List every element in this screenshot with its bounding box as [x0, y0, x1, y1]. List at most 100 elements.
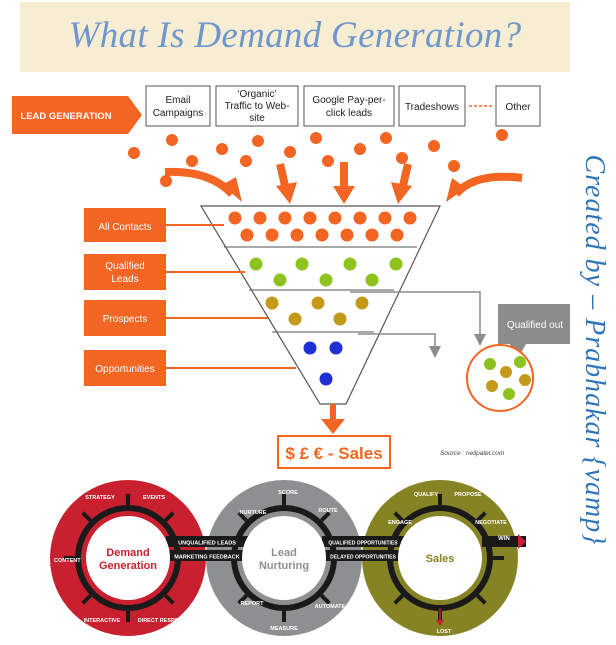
prospect-dot	[311, 296, 325, 310]
flow-band	[166, 550, 248, 561]
contact-dot	[378, 211, 392, 225]
source-organic-traffic: ‘Organic’ Traffic to Web- site	[215, 85, 299, 127]
sales-arrow-head	[321, 419, 345, 434]
spoke-label: STRATEGY	[85, 495, 115, 501]
source-line: ‘Organic’	[237, 89, 276, 100]
source-line: site	[249, 113, 265, 124]
falling-dot	[216, 143, 228, 155]
qualified-lead-dot	[295, 257, 309, 271]
contact-dot	[240, 228, 254, 242]
qualified-out-arrow	[358, 333, 441, 358]
ring-spoke	[164, 511, 175, 522]
contact-dot	[253, 211, 267, 225]
source-line: Campaigns	[153, 108, 204, 119]
contact-dot	[278, 211, 292, 225]
opportunity-dot	[303, 341, 317, 355]
flow-band	[166, 536, 248, 547]
opportunity-dot	[329, 341, 343, 355]
qualified-out-dot	[486, 380, 498, 392]
falling-dot	[354, 143, 366, 155]
flow-band	[322, 536, 404, 547]
qualified-out-label: Qualified out	[507, 320, 563, 331]
falling-dots	[128, 129, 508, 187]
sales-box	[277, 435, 391, 469]
inflow-arrow-head	[391, 182, 412, 204]
page-title: What Is Demand Generation?	[68, 15, 522, 56]
flow-band	[482, 536, 526, 547]
falling-dot	[186, 155, 198, 167]
stage-label: Prospects	[103, 314, 147, 325]
qualified-lead-dot	[319, 273, 333, 287]
falling-dot	[496, 129, 508, 141]
source-line: Other	[505, 102, 531, 113]
falling-dot	[396, 152, 408, 164]
qualified-lead-dot	[343, 257, 357, 271]
lead-generation-label: LEAD GENERATION	[20, 111, 111, 122]
qualified-lead-dot	[389, 257, 403, 271]
spoke-label: MEASURE	[270, 626, 298, 632]
contact-dot	[365, 228, 379, 242]
spoke-label: ENGAGE	[388, 520, 412, 526]
spoke-label: EVENTS	[143, 495, 165, 501]
ring-spoke	[164, 594, 175, 605]
falling-dot	[448, 160, 460, 172]
qualified-out-dot	[503, 388, 515, 400]
lifecycle-svg: UNQUALIFIED LEADS MARKETING FEEDBACK QUA…	[48, 472, 526, 640]
flow-arrow	[518, 534, 526, 549]
source-other: Other	[495, 85, 541, 127]
inner-disc	[242, 516, 326, 600]
circle-title: Lead	[271, 547, 297, 559]
spoke-label: AUTOMATE	[315, 604, 346, 610]
source-tradeshows: Tradeshows	[398, 85, 466, 127]
ring-spoke	[81, 511, 92, 522]
falling-dot	[380, 132, 392, 144]
flow-label: QUALIFIED OPPORTUNITIES	[328, 541, 398, 547]
stage-label: Opportunities	[95, 364, 154, 375]
spoke-label: PROPOSE	[454, 492, 482, 498]
inflow-arrow-head	[446, 178, 466, 202]
spoke-label: WIN	[498, 536, 510, 542]
lost-arrow-head	[436, 620, 444, 626]
prospect-dot	[333, 312, 347, 326]
title-banner: What Is Demand Generation?	[20, 2, 570, 72]
contact-dot	[303, 211, 317, 225]
opportunity-dot	[319, 372, 333, 386]
source-line: click leads	[326, 108, 372, 119]
falling-dot	[428, 140, 440, 152]
inflow-arrow-head	[222, 177, 242, 202]
source-line: Tradeshows	[405, 102, 459, 113]
spoke-label: QUALIFY	[414, 492, 438, 498]
contact-dot	[403, 211, 417, 225]
qualified-out-dot	[514, 356, 526, 368]
ring-spoke	[393, 511, 404, 522]
qualified-out-arrow	[350, 291, 486, 346]
prospect-dot	[355, 296, 369, 310]
stage-prospects: Prospects	[84, 300, 268, 336]
circle-title: Sales	[426, 553, 455, 565]
ring-spoke	[237, 594, 248, 605]
falling-dot	[240, 155, 252, 167]
falling-dot	[128, 147, 140, 159]
spoke-label: LOST	[437, 629, 452, 635]
qualified-lead-dot	[365, 273, 379, 287]
stage-label: Leads	[111, 274, 138, 285]
inner-disc	[398, 516, 482, 600]
flow-label: DELAYED OPPORTUNITIES	[330, 555, 396, 561]
inflow-arrow-head	[333, 186, 355, 204]
qualified-out-dot	[519, 374, 531, 386]
ring-spoke	[476, 511, 487, 522]
ring-spoke	[320, 594, 331, 605]
ring-spoke	[320, 511, 331, 522]
credit-panel: Created by – Prabhakar {vamp}	[572, 100, 616, 600]
qualified-out-dot	[500, 366, 512, 378]
source-google-ppc: Google Pay-per- click leads	[303, 85, 395, 127]
funnel-svg: LEAD GENERATION Email Campaigns ‘Organic…	[10, 82, 572, 472]
contact-dot	[328, 211, 342, 225]
sales-label: $ £ € - Sales	[285, 444, 382, 463]
contact-dot	[353, 211, 367, 225]
inflow-arrow-head	[276, 182, 297, 204]
ring-spoke	[237, 511, 248, 522]
prospect-dot	[288, 312, 302, 326]
stage-qualified-leads: Qualified Leads	[84, 254, 245, 290]
ring-spoke	[476, 594, 487, 605]
